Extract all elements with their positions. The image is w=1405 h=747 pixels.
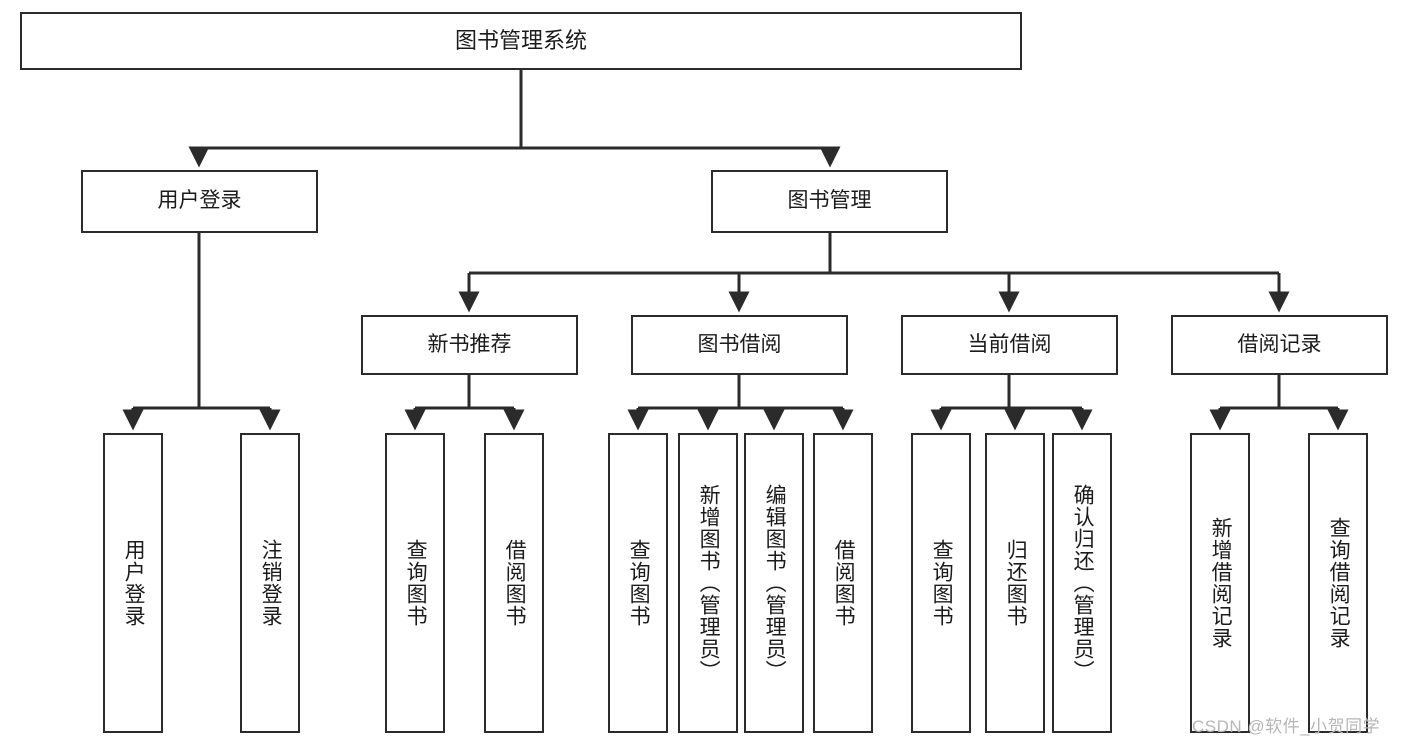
node-leaf-edit-book-label: 编辑图书（管理员）	[763, 484, 787, 682]
node-borrow-record-label: 借阅记录	[1237, 332, 1322, 356]
node-leaf-logout-label: 注销登录	[259, 539, 283, 627]
node-leaf-return-book-label: 归还图书	[1004, 539, 1028, 627]
node-leaf-query-book-2-label: 查询图书	[627, 539, 651, 627]
node-leaf-add-book[interactable]: 新增图书（管理员）	[678, 433, 738, 733]
node-leaf-edit-book[interactable]: 编辑图书（管理员）	[744, 433, 804, 733]
node-leaf-query-book-3[interactable]: 查询图书	[911, 433, 971, 733]
node-root-label: 图书管理系统	[454, 28, 587, 54]
csdn-watermark: CSDN @软件_小贺同学	[1192, 717, 1381, 736]
node-leaf-borrow-book-1-label: 借阅图书	[503, 539, 527, 627]
node-leaf-query-record[interactable]: 查询借阅记录	[1308, 433, 1368, 733]
node-leaf-add-book-label: 新增图书（管理员）	[697, 484, 721, 682]
node-leaf-return-book[interactable]: 归还图书	[985, 433, 1045, 733]
node-current-borrow[interactable]: 当前借阅	[901, 315, 1118, 375]
node-leaf-query-record-label: 查询借阅记录	[1327, 517, 1351, 649]
node-leaf-confirm-return-label: 确认归还（管理员）	[1071, 484, 1095, 682]
node-leaf-borrow-book-2[interactable]: 借阅图书	[813, 433, 873, 733]
node-book-management-label: 图书管理	[787, 189, 872, 213]
node-leaf-query-book-1[interactable]: 查询图书	[385, 433, 445, 733]
node-leaf-logout[interactable]: 注销登录	[240, 433, 300, 733]
node-leaf-confirm-return[interactable]: 确认归还（管理员）	[1052, 433, 1112, 733]
node-book-management[interactable]: 图书管理	[711, 170, 948, 233]
node-root[interactable]: 图书管理系统	[20, 12, 1022, 70]
node-leaf-add-record[interactable]: 新增借阅记录	[1190, 433, 1250, 733]
node-leaf-query-book-3-label: 查询图书	[930, 539, 954, 627]
node-leaf-query-book-2[interactable]: 查询图书	[608, 433, 668, 733]
node-book-borrow[interactable]: 图书借阅	[631, 315, 848, 375]
node-leaf-user-login[interactable]: 用户登录	[103, 433, 163, 733]
node-borrow-record[interactable]: 借阅记录	[1171, 315, 1388, 375]
node-leaf-query-book-1-label: 查询图书	[404, 539, 428, 627]
node-leaf-borrow-book-2-label: 借阅图书	[832, 539, 856, 627]
node-current-borrow-label: 当前借阅	[967, 332, 1052, 356]
node-leaf-borrow-book-1[interactable]: 借阅图书	[484, 433, 544, 733]
node-leaf-add-record-label: 新增借阅记录	[1209, 517, 1233, 649]
node-leaf-user-login-label: 用户登录	[122, 539, 146, 627]
node-user-login-label: 用户登录	[157, 189, 242, 213]
node-new-book-recommend[interactable]: 新书推荐	[361, 315, 578, 375]
node-book-borrow-label: 图书借阅	[697, 332, 782, 356]
node-user-login[interactable]: 用户登录	[81, 170, 318, 233]
node-new-book-recommend-label: 新书推荐	[427, 332, 512, 356]
